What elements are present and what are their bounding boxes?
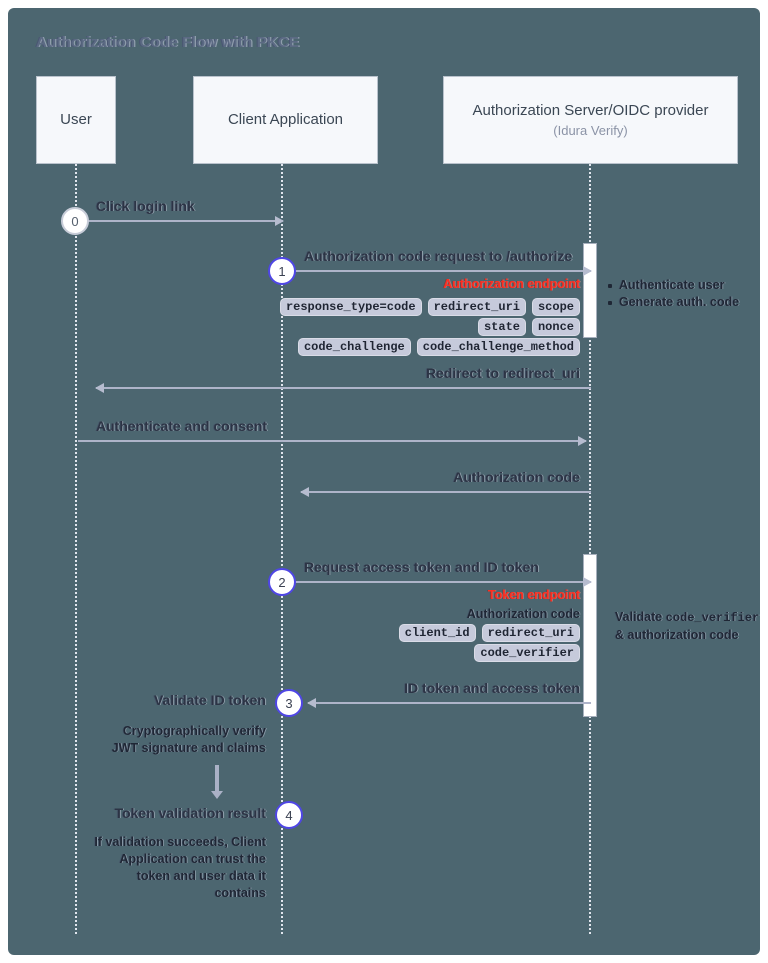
actor-box-user: User bbox=[36, 76, 116, 164]
actor-name-client-application: Client Application bbox=[227, 111, 344, 128]
actor-name-user: User bbox=[60, 111, 92, 128]
message-arrow-id-token-and-access-token bbox=[307, 698, 591, 708]
arrowhead-right-icon bbox=[583, 266, 592, 276]
step-badge-2: 2 bbox=[268, 568, 296, 596]
chip-scope: scope bbox=[531, 298, 580, 316]
actor-box-authorization-server: Authorization Server/OIDC provider (Idur… bbox=[443, 76, 738, 164]
message-arrow-redirect-to-redirect-uri bbox=[95, 383, 591, 393]
chip-row-authorize-1: response_type=code redirect_uri scope bbox=[279, 298, 580, 316]
arrowhead-right-icon bbox=[275, 216, 284, 226]
endpoint-label-authorization: Authorization endpoint bbox=[443, 277, 580, 291]
message-label-authorization-code: Authorization code bbox=[453, 469, 580, 485]
endpoint-label-token: Token endpoint bbox=[487, 588, 580, 602]
arrowhead-left-icon bbox=[307, 698, 316, 708]
message-label-id-token-and-access-token: ID token and access token bbox=[404, 680, 580, 696]
chip-state: state bbox=[477, 318, 526, 336]
chip-code-verifier: code_verifier bbox=[474, 644, 580, 662]
diagram-canvas: Authorization Code Flow with PKCE User C… bbox=[8, 8, 760, 955]
chip-redirect-uri: redirect_uri bbox=[427, 298, 526, 316]
message-label-authenticate-and-consent: Authenticate and consent bbox=[96, 418, 268, 434]
server-note-authenticate-user: Authenticate user bbox=[606, 277, 739, 294]
server-note-code-verifier: code_verifier bbox=[665, 611, 760, 625]
message-arrow-authenticate-and-consent bbox=[78, 436, 587, 446]
server-note-validate-line-1: Validate code_verifier bbox=[615, 609, 759, 627]
chip-response-type: response_type=code bbox=[279, 298, 422, 316]
server-note-validate-line-2: & authorization code bbox=[615, 628, 739, 642]
server-note-authorize: Authenticate user Generate auth. code bbox=[606, 277, 739, 311]
activation-bar-token bbox=[583, 554, 597, 717]
actor-subtitle-authorization-server: (Idura Verify) bbox=[553, 122, 628, 138]
message-label-redirect-to-redirect-uri: Redirect to redirect_uri bbox=[425, 365, 580, 381]
step-label-token-validation-result: Token validation result bbox=[114, 805, 266, 821]
diagram-title: Authorization Code Flow with PKCE bbox=[36, 34, 300, 51]
message-label-click-login-link: Click login link bbox=[96, 198, 195, 214]
chip-row-token-2: code_verifier bbox=[328, 644, 580, 662]
client-note-validation-result: If validation succeeds, Client Applicati… bbox=[94, 835, 266, 900]
message-label-request-access-token: Request access token and ID token bbox=[304, 559, 539, 575]
down-arrow-icon bbox=[211, 765, 223, 799]
server-note-validate-prefix: Validate bbox=[615, 610, 666, 624]
chip-redirect-uri-token: redirect_uri bbox=[481, 624, 580, 642]
step-badge-3: 3 bbox=[275, 689, 303, 717]
message-arrow-authorization-code-request bbox=[281, 266, 592, 276]
client-note-cryptographic-verify: Cryptographically verify JWT signature a… bbox=[111, 724, 266, 755]
step-badge-4: 4 bbox=[275, 801, 303, 829]
message-arrow-click-login-link bbox=[75, 216, 284, 226]
message-arrow-request-access-token bbox=[281, 577, 592, 587]
lifeline-client-application bbox=[281, 164, 283, 934]
chip-row-authorize-2: state nonce bbox=[328, 318, 580, 336]
chip-nonce: nonce bbox=[531, 318, 580, 336]
actor-box-client-application: Client Application bbox=[193, 76, 378, 164]
chip-row-token-1: client_id redirect_uri bbox=[328, 624, 580, 642]
server-note-token: Validate code_verifier & authorization c… bbox=[615, 609, 759, 644]
chip-client-id: client_id bbox=[398, 624, 476, 642]
token-request-plain-label: Authorization code bbox=[466, 607, 580, 621]
message-label-authorization-code-request: Authorization code request to /authorize bbox=[304, 248, 573, 264]
chip-code-challenge-method: code_challenge_method bbox=[416, 338, 580, 356]
arrowhead-left-icon bbox=[95, 383, 104, 393]
lifeline-authorization-server bbox=[589, 164, 591, 934]
arrowhead-right-icon bbox=[578, 436, 587, 446]
actor-name-authorization-server: Authorization Server/OIDC provider bbox=[472, 101, 709, 119]
lifeline-user bbox=[75, 164, 77, 934]
message-arrow-authorization-code bbox=[300, 487, 591, 497]
activation-bar-authorize bbox=[583, 243, 597, 338]
arrowhead-right-icon bbox=[583, 577, 592, 587]
step-badge-0: 0 bbox=[61, 207, 89, 235]
chip-code-challenge: code_challenge bbox=[297, 338, 411, 356]
step-label-validate-id-token: Validate ID token bbox=[153, 692, 266, 708]
server-note-generate-auth-code: Generate auth. code bbox=[606, 294, 739, 311]
step-badge-1: 1 bbox=[268, 257, 296, 285]
chip-row-authorize-3: code_challenge code_challenge_method bbox=[297, 338, 580, 356]
arrowhead-left-icon bbox=[300, 487, 309, 497]
